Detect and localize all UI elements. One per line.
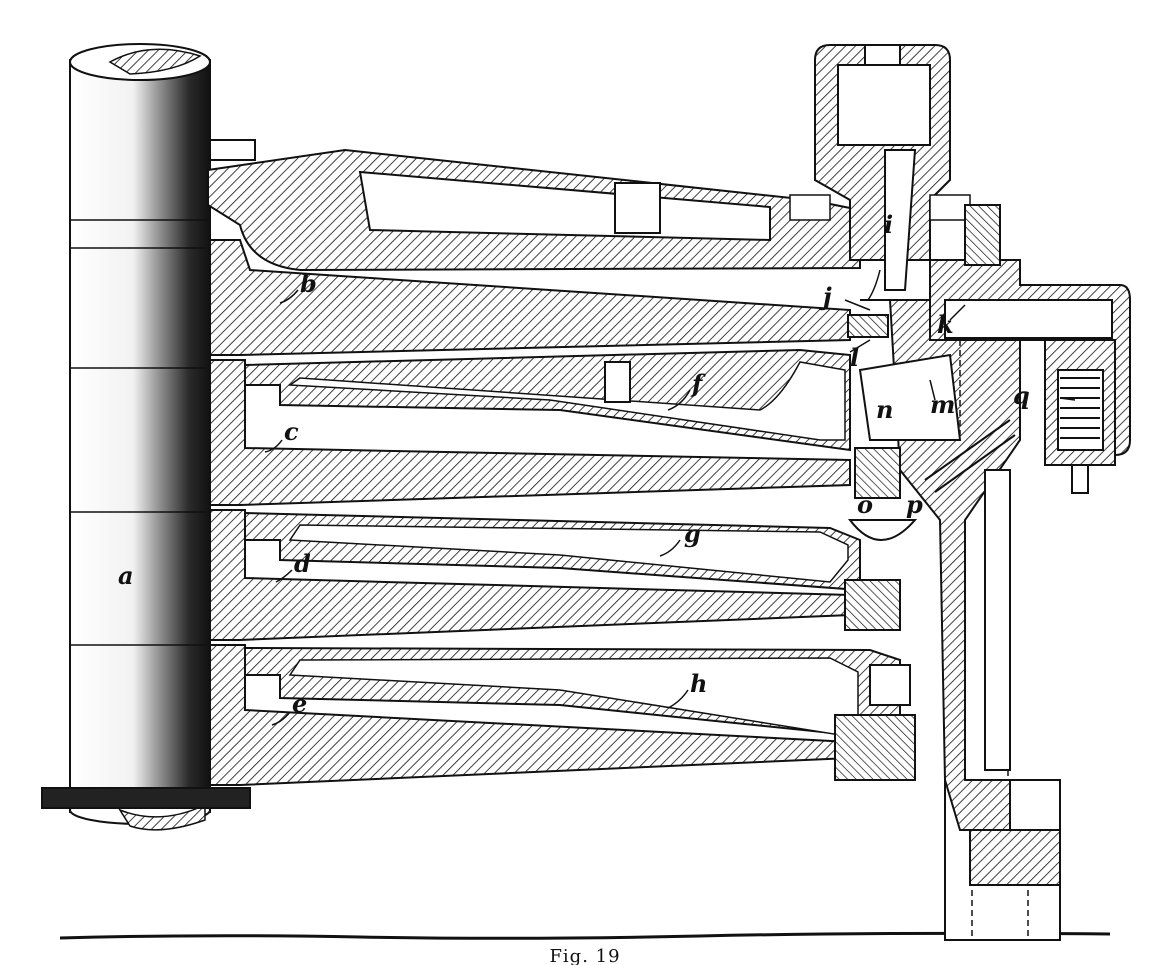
label-i: i <box>884 210 893 239</box>
label-m: m <box>930 390 955 419</box>
label-p: p <box>906 490 923 519</box>
label-c: c <box>284 417 299 446</box>
steam-chest <box>789 44 971 291</box>
outer-casing <box>858 299 1021 831</box>
shaft <box>41 43 251 831</box>
label-f: f <box>690 369 706 398</box>
guide-ring-g <box>244 511 861 592</box>
leader-lines <box>264 269 1076 726</box>
label-o: o <box>857 490 873 519</box>
label-q: q <box>1013 381 1030 410</box>
ground-line <box>59 931 1111 940</box>
label-h: h <box>690 669 707 698</box>
label-a: a <box>118 561 134 590</box>
label-g: g <box>684 519 701 548</box>
top-casing <box>207 139 861 272</box>
label-e: e <box>292 689 307 718</box>
label-j: j <box>819 282 832 311</box>
blade-rows <box>834 314 918 781</box>
label-k: k <box>937 310 954 339</box>
figure-caption: Fig. 19 <box>549 946 620 965</box>
label-l: l <box>850 343 859 372</box>
guide-ring-f <box>244 348 851 452</box>
label-b: b <box>300 269 317 298</box>
label-d: d <box>294 549 311 578</box>
guide-ring-h <box>244 646 901 742</box>
relief-valve-q <box>1044 339 1116 494</box>
label-n: n <box>876 395 893 424</box>
